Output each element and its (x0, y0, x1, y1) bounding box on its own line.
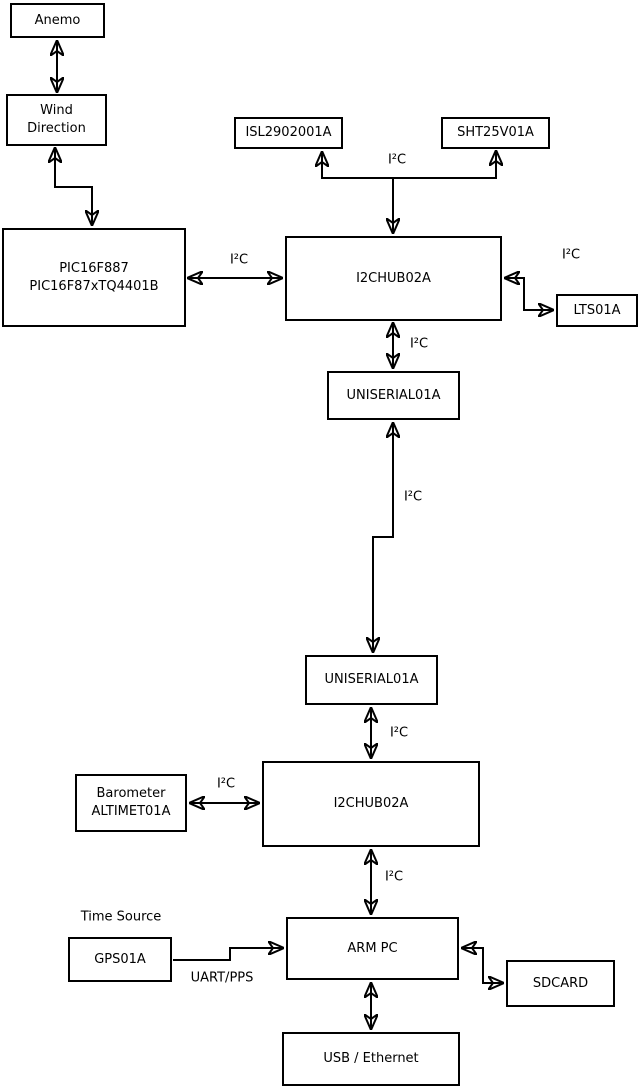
node-anemo-label: Anemo (34, 12, 81, 28)
label-i2c-lts: I²C (560, 247, 582, 263)
label-i2c-bus-top: I²C (386, 152, 408, 168)
label-time-source: Time Source (79, 909, 163, 925)
label-uart-pps: UART/PPS (189, 970, 255, 986)
node-pic-label: PIC16F887 PIC16F87xTQ4401B (29, 260, 159, 294)
node-gps01a: GPS01A (68, 937, 172, 982)
node-arm-pc-label: ARM PC (347, 940, 398, 956)
node-sdcard-label: SDCARD (532, 975, 589, 991)
node-isl2902001a: ISL2902001A (234, 117, 343, 149)
edge-bus-isl-sht (322, 150, 496, 179)
node-barometer: Barometer ALTIMET01A (75, 774, 187, 832)
node-wind-direction: Wind Direction (6, 94, 107, 146)
node-arm-pc: ARM PC (286, 917, 459, 980)
node-pic: PIC16F887 PIC16F87xTQ4401B (2, 228, 186, 327)
node-uniserial01a-2-label: UNISERIAL01A (324, 672, 419, 688)
edge-gps-armpc (173, 948, 284, 961)
node-sht25v01a: SHT25V01A (441, 117, 550, 149)
label-i2c-hub2-armpc: I²C (383, 869, 405, 885)
node-uniserial01a-2: UNISERIAL01A (305, 655, 438, 705)
node-barometer-label: Barometer ALTIMET01A (91, 786, 171, 819)
node-wind-direction-label: Wind Direction (27, 103, 86, 136)
label-i2c-uniserial2-hub2: I²C (388, 725, 410, 741)
edge-hub1-lts (504, 278, 554, 310)
node-uniserial01a-1: UNISERIAL01A (327, 371, 460, 420)
node-usb-ethernet: USB / Ethernet (282, 1032, 460, 1086)
edge-uniserial1-uniserial2 (373, 422, 393, 653)
node-i2chub02a-2-label: I2CHUB02A (333, 796, 409, 812)
node-gps01a-label: GPS01A (94, 951, 146, 967)
label-i2c-uniserial1-uniserial2: I²C (402, 489, 424, 505)
label-i2c-pic-hub1: I²C (228, 252, 250, 268)
node-anemo: Anemo (10, 3, 105, 38)
node-lts01a-label: LTS01A (573, 302, 621, 318)
node-usb-ethernet-label: USB / Ethernet (323, 1051, 419, 1067)
node-lts01a: LTS01A (556, 294, 638, 327)
node-uniserial01a-1-label: UNISERIAL01A (346, 387, 441, 403)
node-i2chub02a-1: I2CHUB02A (285, 236, 502, 321)
node-i2chub02a-1-label: I2CHUB02A (356, 270, 431, 286)
label-i2c-hub1-uniserial1: I²C (408, 336, 430, 352)
node-sdcard: SDCARD (506, 960, 615, 1007)
node-i2chub02a-2: I2CHUB02A (262, 761, 480, 847)
node-isl2902001a-label: ISL2902001A (245, 125, 332, 141)
edge-winddirection-pic (55, 147, 92, 226)
node-sht25v01a-label: SHT25V01A (457, 125, 534, 141)
edge-armpc-sdcard (461, 948, 504, 983)
label-i2c-barometer-hub2: I²C (215, 776, 237, 792)
